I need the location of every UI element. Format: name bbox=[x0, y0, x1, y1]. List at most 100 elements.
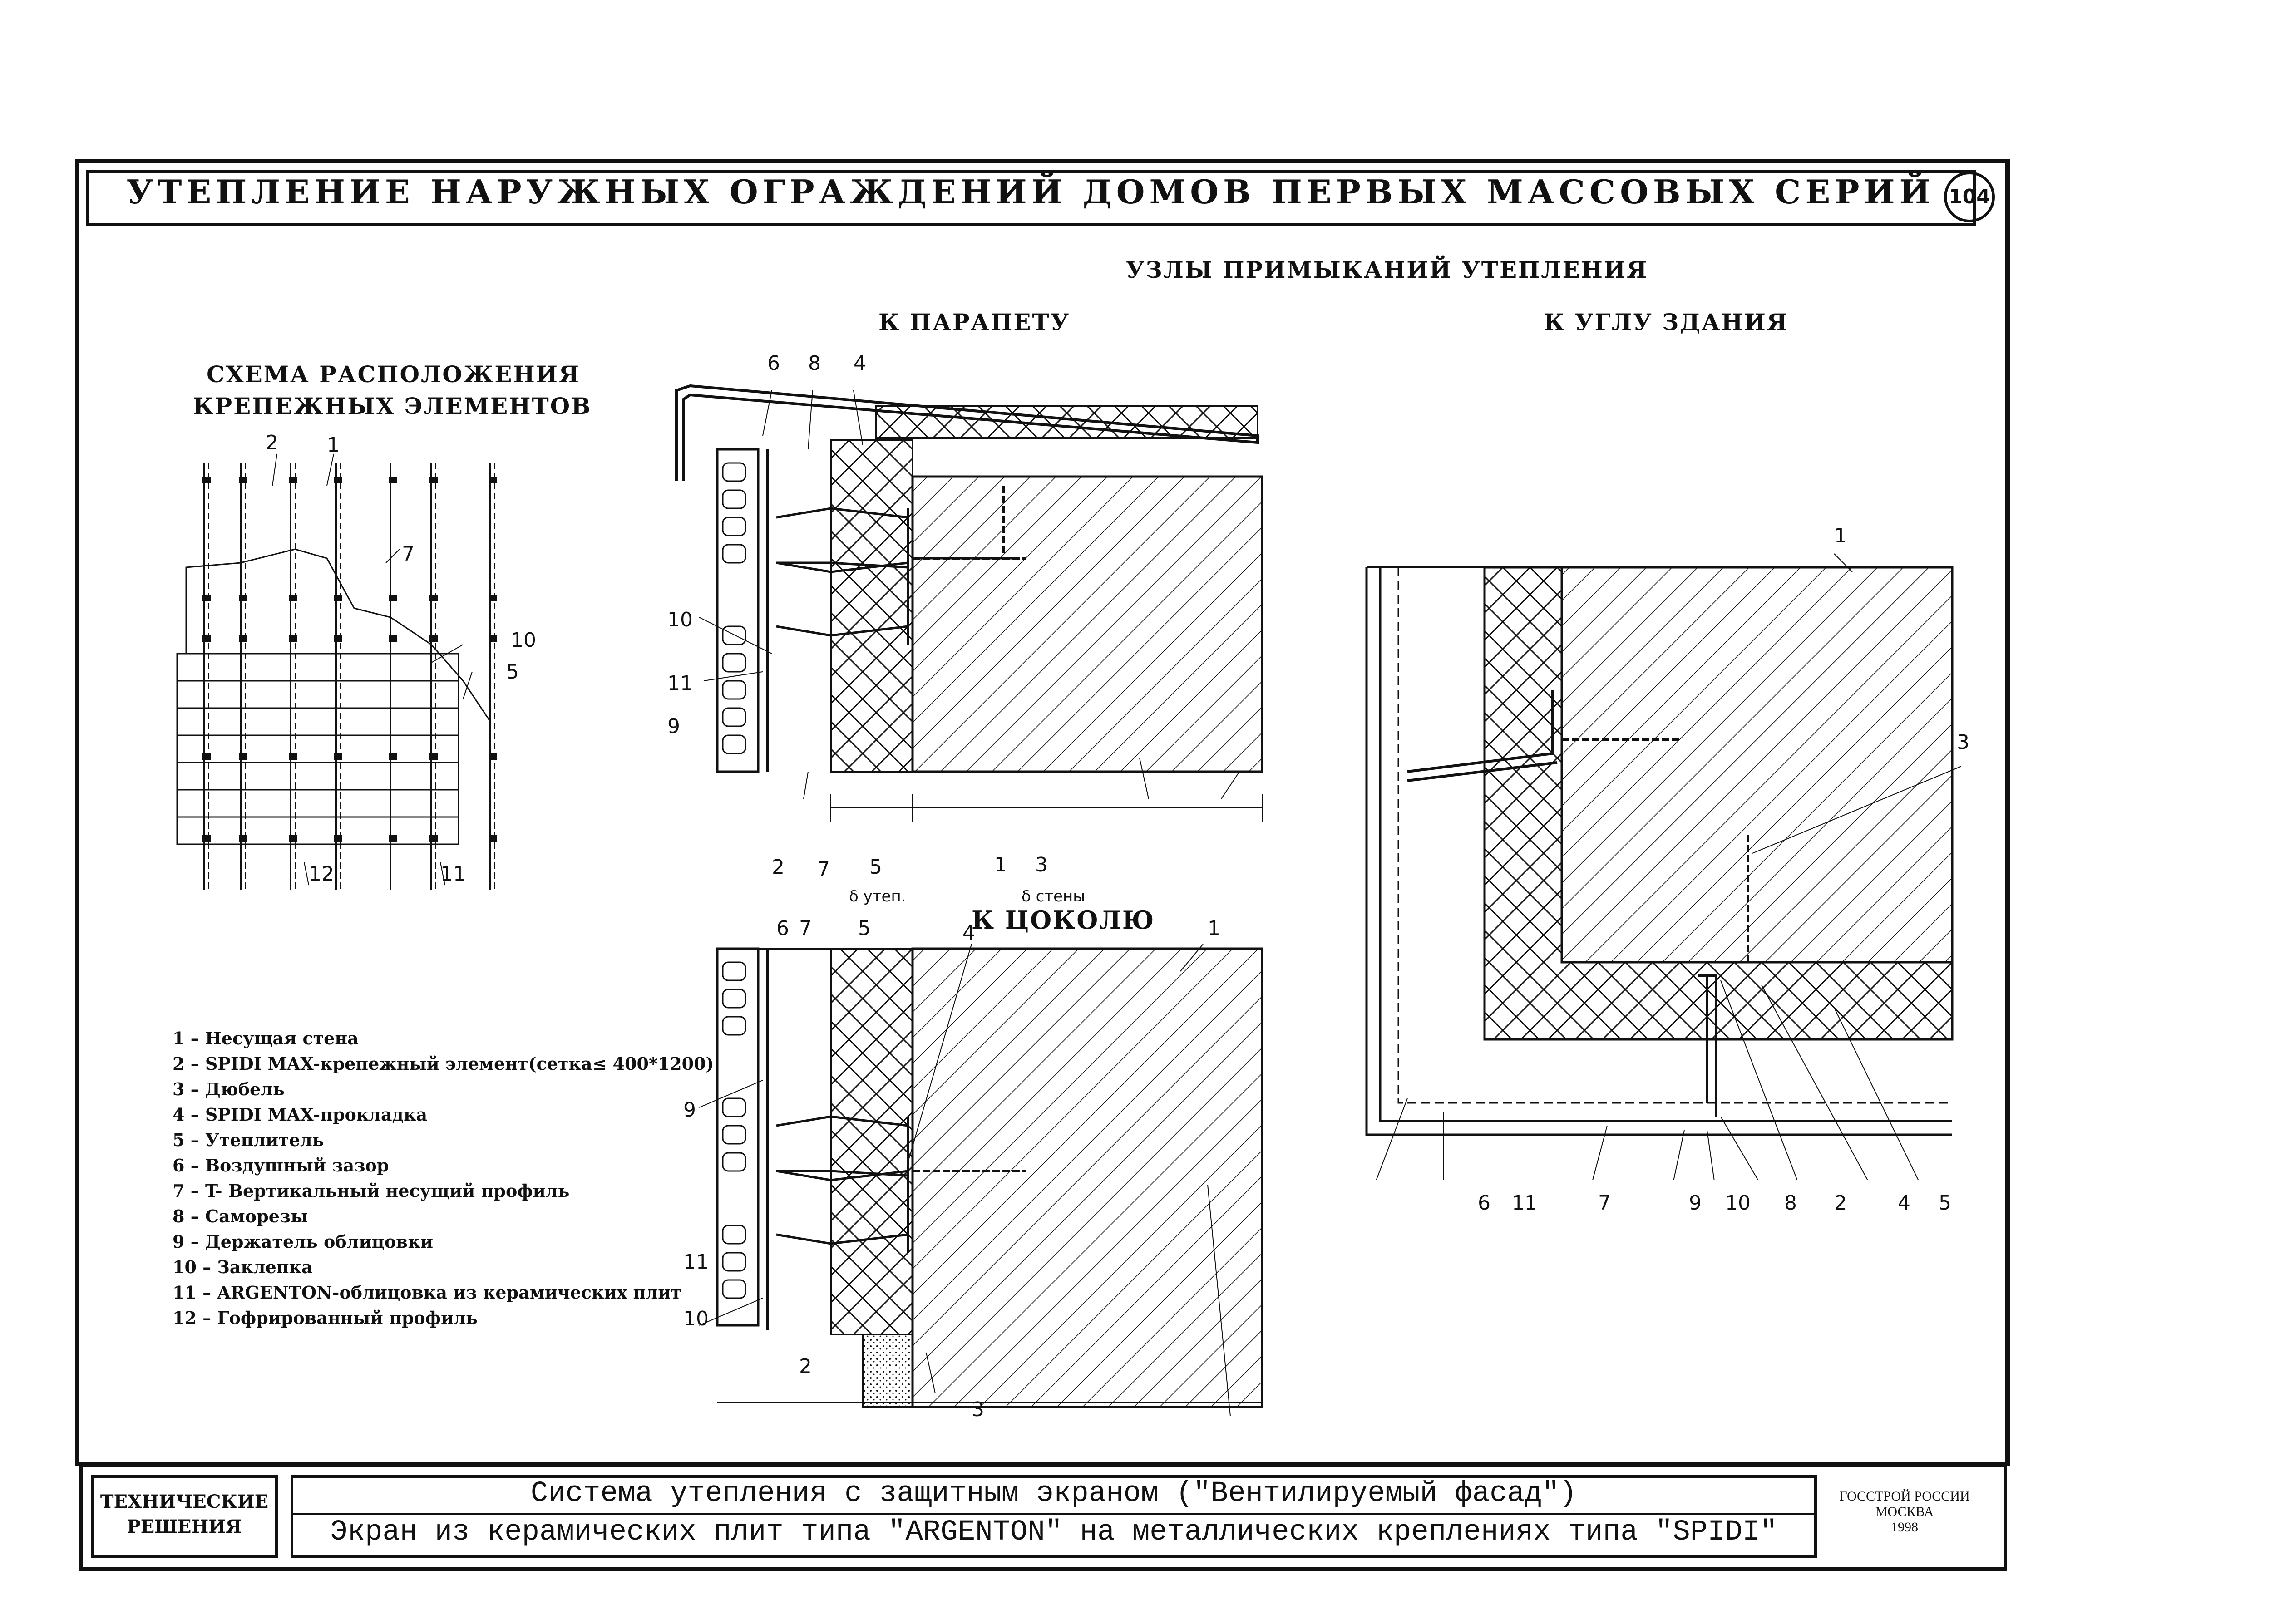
parapet-callout-8: 8 bbox=[808, 352, 821, 375]
corner-callout-6: 6 bbox=[1478, 1191, 1490, 1215]
dim-insulation: δ утеп. bbox=[849, 887, 906, 906]
corner-brackets bbox=[1407, 690, 1717, 1117]
sheet-number-badge: 104 bbox=[1944, 172, 1995, 222]
dim-wall: δ стены bbox=[1022, 887, 1086, 906]
plinth-insulation bbox=[830, 948, 913, 1335]
plinth-callout-11: 11 bbox=[683, 1250, 709, 1274]
title-block-frame bbox=[79, 1464, 2007, 1571]
corner-detail-drawing bbox=[1365, 553, 1961, 1180]
heading-scheme-1: СХЕМА РАСПОЛОЖЕНИЯ bbox=[207, 361, 581, 388]
heading-parapet: К ПАРАПЕТУ bbox=[878, 309, 1071, 335]
plinth-callout-1: 1 bbox=[1208, 917, 1220, 940]
plinth-bearing-wall bbox=[911, 947, 1263, 1408]
title-block-left-1: ТЕХНИЧЕСКИЕ bbox=[100, 1491, 269, 1512]
scheme-callout-2: 2 bbox=[266, 431, 278, 454]
legend-item: 5 – Утеплитель bbox=[173, 1130, 324, 1150]
plinth-callout-2: 2 bbox=[799, 1355, 812, 1378]
heading-plinth: К ЦОКОЛЮ bbox=[972, 906, 1155, 935]
sheet-number: 104 bbox=[1949, 185, 1990, 208]
corner-callout-11: 11 bbox=[1512, 1191, 1537, 1215]
title-block-divider bbox=[291, 1513, 1817, 1515]
scheme-callout-1: 1 bbox=[327, 433, 340, 457]
cladding-column bbox=[716, 448, 760, 773]
scheme-callout-5: 5 bbox=[506, 660, 519, 684]
legend-item: 12 – Гофрированный профиль bbox=[173, 1308, 478, 1328]
parapet-callout-6: 6 bbox=[767, 352, 780, 375]
plinth-cladding-slots bbox=[722, 961, 746, 1299]
legend: 1 – Несущая стена 2 – SPIDI MAX-крепежны… bbox=[173, 1026, 714, 1331]
parapet-callout-4: 4 bbox=[854, 352, 866, 375]
parapet-detail-drawing bbox=[675, 384, 1263, 822]
plinth-brackets bbox=[776, 1115, 909, 1253]
legend-item: 8 – Саморезы bbox=[173, 1206, 308, 1226]
heading-scheme-2: КРЕПЕЖНЫХ ЭЛЕМЕНТОВ bbox=[193, 393, 592, 419]
cladding-slots bbox=[722, 462, 746, 754]
corner-callout-1: 1 bbox=[1834, 524, 1847, 547]
corner-callout-9: 9 bbox=[1689, 1191, 1702, 1215]
corner-callout-3: 3 bbox=[1957, 731, 1969, 754]
legend-item: 9 – Держатель облицовки bbox=[173, 1231, 434, 1252]
legend-item: 11 – ARGENTON-облицовка из керамических … bbox=[173, 1282, 681, 1303]
corner-callout-4: 4 bbox=[1898, 1191, 1910, 1215]
org-line-1: ГОССТРОЙ РОССИИ bbox=[1839, 1489, 1970, 1504]
bearing-wall bbox=[911, 475, 1263, 773]
scheme-callout-11: 11 bbox=[440, 862, 466, 886]
title-block-left-2: РЕШЕНИЯ bbox=[127, 1516, 242, 1537]
insulation-layer bbox=[830, 439, 913, 773]
vertical-profiles bbox=[203, 463, 491, 890]
legend-item: 2 – SPIDI MAX-крепежный элемент(сетка≤ 4… bbox=[173, 1053, 714, 1074]
plinth-callout-9: 9 bbox=[683, 1098, 696, 1122]
corner-callout-7: 7 bbox=[1598, 1191, 1611, 1215]
org-stamp: ГОССТРОЙ РОССИИ МОСКВА 1998 bbox=[1830, 1489, 1979, 1535]
corner-cladding bbox=[1365, 567, 1952, 1136]
cladding-boundary bbox=[185, 548, 491, 722]
scheme-callout-12: 12 bbox=[309, 862, 334, 886]
title-block-line1: Система утепления с защитным экраном ("В… bbox=[530, 1477, 1577, 1510]
parapet-callout-7: 7 bbox=[817, 858, 830, 881]
plinth-callout-6: 6 bbox=[776, 917, 789, 940]
fastener-scheme-drawing bbox=[176, 453, 497, 890]
plinth-callout-4: 4 bbox=[962, 921, 975, 945]
corner-callout-2: 2 bbox=[1834, 1191, 1847, 1215]
title-block-main-cell bbox=[291, 1475, 1817, 1558]
heading-nodes: УЗЛЫ ПРИМЫКАНИЙ УТЕПЛЕНИЯ bbox=[1126, 256, 1648, 283]
parapet-callout-11: 11 bbox=[667, 672, 693, 695]
parapet-callout-10: 10 bbox=[667, 608, 693, 631]
legend-item: 10 – Заклепка bbox=[173, 1257, 313, 1277]
plinth-base bbox=[862, 1334, 913, 1408]
cladding-rows bbox=[176, 653, 459, 845]
corner-bearing-wall bbox=[1560, 566, 1954, 964]
heading-corner: К УГЛУ ЗДАНИЯ bbox=[1544, 309, 1788, 335]
legend-item: 3 – Дюбель bbox=[173, 1079, 285, 1099]
top-insulation bbox=[875, 405, 1258, 439]
parapet-callout-3: 3 bbox=[1035, 853, 1048, 876]
parapet-callout-1: 1 bbox=[994, 853, 1007, 876]
fastener-marks bbox=[202, 477, 497, 842]
legend-item: 4 – SPIDI MAX-прокладка bbox=[173, 1104, 428, 1125]
plinth-detail-drawing bbox=[699, 944, 1263, 1417]
plinth-cladding-column bbox=[716, 947, 760, 1327]
corner-callout-8: 8 bbox=[1784, 1191, 1797, 1215]
parapet-callout-5: 5 bbox=[869, 856, 882, 879]
legend-item: 1 – Несущая стена bbox=[173, 1028, 359, 1048]
scheme-callout-7: 7 bbox=[402, 542, 415, 566]
org-line-3: 1998 bbox=[1891, 1520, 1918, 1535]
title-block-line2: Экран из керамических плит типа "ARGENTO… bbox=[330, 1516, 1777, 1549]
corner-callout-10: 10 bbox=[1725, 1191, 1751, 1215]
plinth-callout-7: 7 bbox=[799, 917, 812, 940]
corner-callout-5: 5 bbox=[1939, 1191, 1951, 1215]
plinth-callout-5: 5 bbox=[858, 917, 871, 940]
parapet-flashing bbox=[675, 384, 1259, 481]
plinth-callout-10: 10 bbox=[683, 1307, 709, 1330]
title-block-left-cell bbox=[91, 1475, 278, 1558]
parapet-callout-2: 2 bbox=[772, 856, 785, 879]
legend-item: 6 – Воздушный зазор bbox=[173, 1155, 389, 1176]
legend-item: 7 – T- Вертикальный несущий профиль bbox=[173, 1181, 570, 1201]
scheme-callout-10: 10 bbox=[511, 629, 536, 652]
plinth-callout-3: 3 bbox=[972, 1398, 984, 1421]
sheet-title: УТЕПЛЕНИЕ НАРУЖНЫХ ОГРАЖДЕНИЙ ДОМОВ ПЕРВ… bbox=[126, 172, 1935, 211]
org-line-2: МОСКВА bbox=[1875, 1504, 1934, 1519]
parapet-callout-9: 9 bbox=[667, 715, 680, 738]
vertical-profiles-dashed bbox=[208, 463, 495, 890]
